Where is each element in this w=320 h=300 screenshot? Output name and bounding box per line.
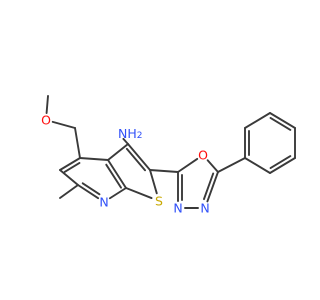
- bond-c2-s1: [149, 169, 158, 195]
- bond-oxygen-methylene: [51, 120, 76, 129]
- bond-ph5-ph6-double: [269, 155, 292, 169]
- atom-label-thiophene-sulfur: S: [155, 194, 163, 209]
- atom-label-oxadiazole-oxygen: O: [198, 148, 208, 163]
- bond-c3a-c4: [79, 157, 109, 161]
- atom-label-methoxy-oxygen: O: [41, 113, 51, 128]
- bond-ph2-ph3: [244, 112, 271, 129]
- amino-nh-text: NH: [118, 126, 137, 141]
- bond-oxadiazole-phenyl: [217, 157, 246, 173]
- bond-ph3-ph4: [269, 112, 296, 129]
- atom-label-amino-group: NH2: [118, 126, 142, 142]
- bond-c7a-c3a: [107, 159, 127, 189]
- bond-ph3-ph4-double: [269, 117, 292, 131]
- molecule-structure-diagram: O NH2 O N S N N: [41, 95, 296, 216]
- bond-methyl-oxygen: [45, 95, 49, 114]
- bond-c3-c2: [127, 143, 151, 171]
- bond-c2-o1-oxadiazole: [177, 157, 199, 173]
- bond-c5-c6: [59, 169, 79, 186]
- bond-c3-c2-double: [125, 147, 146, 172]
- bond-c2-oxadiazole: [149, 169, 179, 173]
- bond-ph5-ph6: [269, 157, 296, 174]
- atom-label-layer: O NH2 O N S N N: [41, 113, 210, 216]
- bond-c6-n7: [77, 184, 100, 200]
- bond-n7-c7a: [108, 187, 127, 200]
- bond-c3a-c3: [107, 143, 129, 161]
- bond-c7a-c3a-double: [105, 163, 122, 189]
- atom-label-oxadiazole-nitrogen-4: N: [200, 201, 209, 216]
- bond-c4-c5: [59, 157, 81, 171]
- bond-c3-amine: [122, 137, 129, 145]
- bond-c4-c5-double: [63, 162, 81, 173]
- bond-methylene-c4: [74, 127, 81, 159]
- bond-ph6-ph1: [244, 157, 271, 174]
- bond-s1-c7a: [125, 187, 153, 200]
- bond-c5-n4-double: [203, 172, 215, 201]
- bond-o1-c5-oxadiazole: [206, 159, 219, 173]
- bond-c6-methyl: [59, 184, 79, 199]
- bond-layer: [45, 95, 296, 209]
- atom-label-oxadiazole-nitrogen-3: N: [173, 201, 182, 216]
- bond-c6-n7-double: [81, 182, 101, 196]
- bond-c5-n4-oxadiazole: [206, 171, 219, 203]
- atom-label-pyridine-nitrogen: N: [99, 195, 108, 210]
- amino-subscript: 2: [137, 131, 143, 141]
